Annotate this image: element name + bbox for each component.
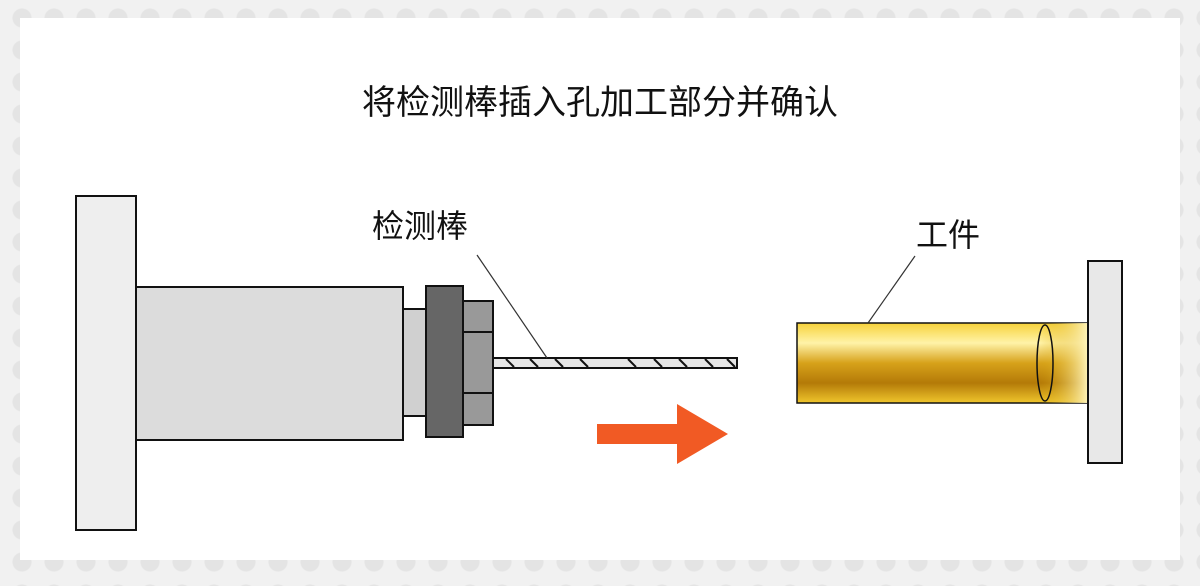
- collar: [402, 308, 428, 417]
- probe-leader-line: [476, 254, 548, 359]
- probe-hatch: [579, 358, 589, 368]
- probe-hatch: [554, 358, 564, 368]
- lock-nut: [425, 285, 464, 438]
- probe-label: 检测棒: [372, 207, 468, 245]
- probe-hatch: [653, 358, 663, 368]
- page-title: 将检测棒插入孔加工部分并确认: [362, 83, 838, 123]
- workpiece: [796, 260, 1123, 464]
- probe-hatch: [505, 358, 515, 368]
- spindle-body: [135, 286, 404, 441]
- probe-hatch: [704, 358, 714, 368]
- spindle-flange: [75, 195, 137, 531]
- probe-hatch: [726, 358, 736, 368]
- workpiece-label: 工件: [916, 216, 980, 254]
- direction-arrow-icon: [597, 404, 728, 464]
- probe-rod: [492, 357, 738, 369]
- hex-nut: [462, 300, 494, 426]
- probe-hatch: [529, 358, 539, 368]
- workpiece-leader-line: [867, 255, 916, 324]
- spindle-assembly: [75, 195, 494, 531]
- probe-hatch: [678, 358, 688, 368]
- probe-hatch: [627, 358, 637, 368]
- workpiece-plate: [1087, 260, 1123, 464]
- bore-opening: [1036, 324, 1054, 402]
